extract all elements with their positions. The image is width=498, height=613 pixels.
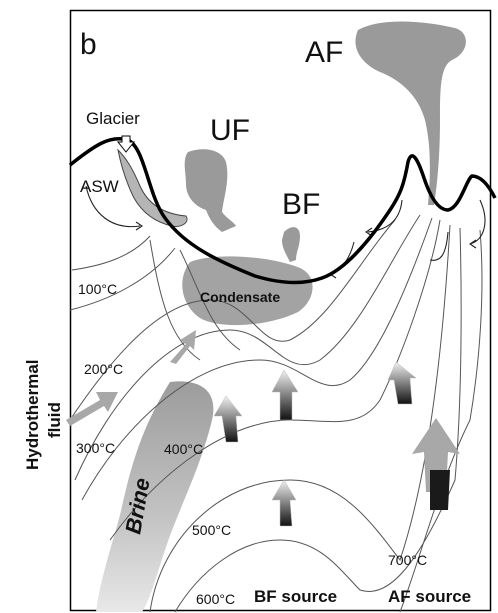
side-label-line-1: Hydrothermal <box>23 359 42 470</box>
af-upflow-arrow <box>388 362 416 404</box>
bf-source-arrow <box>272 480 296 526</box>
panel-label: b <box>80 28 97 61</box>
hydrothermal-inflow-arrow <box>66 392 118 426</box>
af-source-label: AF source <box>388 587 471 606</box>
isotherm-400-label: 400°C <box>164 441 203 457</box>
bf-source-label: BF source <box>254 587 337 606</box>
isotherm-300-label: 300°C <box>76 440 115 456</box>
isotherm-700-label: 700°C <box>388 552 427 568</box>
small-arrows <box>214 362 416 526</box>
af-plume <box>355 22 465 206</box>
condensate-upflow-arrow <box>170 330 196 364</box>
isotherm-600-label: 600°C <box>196 591 235 607</box>
brine-body <box>96 381 213 612</box>
uf-plume <box>185 149 236 232</box>
bf-plume <box>282 227 300 262</box>
side-label-line-2: fluid <box>45 402 64 438</box>
af-label: AF <box>305 36 343 69</box>
side-label: Hydrothermal fluid <box>23 359 64 470</box>
isotherm-500-label: 500°C <box>192 522 231 538</box>
bf-upflow-arrow <box>272 370 298 420</box>
isotherm-100-label: 100°C <box>78 281 117 297</box>
glacier-label: Glacier <box>86 109 140 128</box>
isotherm-200-label: 200°C <box>84 361 123 377</box>
condensate-label: Condensate <box>200 289 280 305</box>
asw-label: ASW <box>80 177 119 196</box>
bf-label: BF <box>282 188 320 221</box>
uf-label: UF <box>210 114 250 147</box>
af-source-dark-arrow <box>430 470 450 510</box>
brine-upflow-arrow <box>214 396 242 442</box>
